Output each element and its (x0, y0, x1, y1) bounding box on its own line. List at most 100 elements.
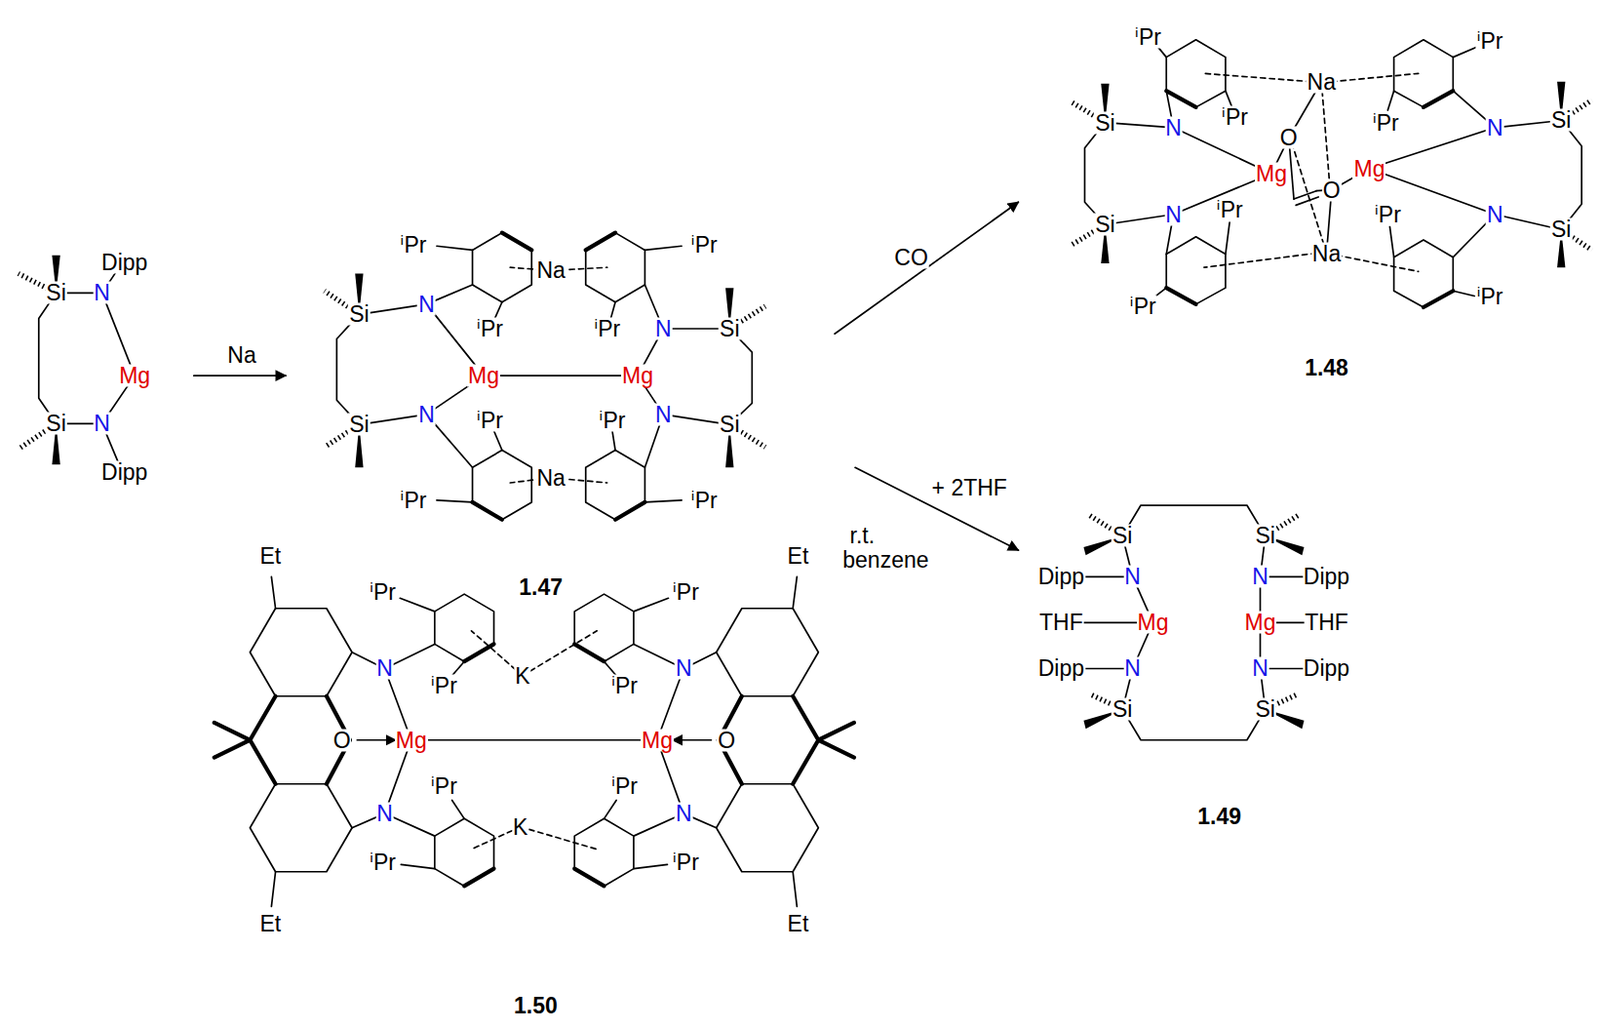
atom-label: Si (1253, 524, 1276, 547)
condition-label: CO (893, 245, 930, 269)
structure-drawing (400, 863, 435, 868)
atom-label: Si (1550, 109, 1572, 132)
structure-drawing (1166, 287, 1196, 305)
structure-drawing (1336, 255, 1419, 273)
structure-drawing (464, 868, 494, 887)
atom-label: N (674, 657, 694, 680)
compound-number: 1.49 (1196, 805, 1243, 828)
structure-drawing (1204, 73, 1312, 81)
structure-drawing (464, 643, 494, 662)
structure-drawing (472, 450, 533, 520)
atom-label: Si (1093, 213, 1116, 236)
atom-label: O (332, 728, 352, 751)
structure-drawing (356, 739, 396, 742)
atom-label: Si (1253, 698, 1276, 721)
atom-label: ⁱPr (1475, 29, 1504, 52)
condition-label: r.t. (849, 524, 877, 547)
atom-label: Si (1550, 218, 1572, 241)
compound-number: 1.48 (1303, 355, 1350, 379)
atom-label: Na (1311, 241, 1342, 265)
atom-label: Et (786, 912, 811, 936)
atom-label: ⁱPr (1129, 294, 1158, 317)
atom-label: Na (1306, 70, 1337, 93)
structure-drawing (1122, 708, 1266, 740)
structure-drawing (271, 871, 275, 907)
atom-label: N (1250, 657, 1270, 680)
atom-label: ⁱPr (592, 316, 622, 340)
atom-label: ⁱPr (610, 674, 639, 698)
atom-label: N (1123, 565, 1142, 588)
atom-label: Dipp (1302, 565, 1351, 588)
structure-drawing (214, 740, 251, 758)
condition-label: benzene (841, 547, 930, 571)
atom-label: Si (348, 413, 370, 436)
structure-drawing (1166, 236, 1226, 305)
structure-drawing (214, 722, 251, 741)
compound-150-half (574, 576, 855, 906)
atom-label: ⁱPr (610, 774, 639, 797)
structure-drawing (1368, 127, 1495, 169)
atom-label: N (654, 402, 673, 426)
atom-label: ⁱPr (1475, 284, 1504, 308)
atom-label: N (375, 657, 394, 680)
structure-drawing (1389, 226, 1394, 257)
structure-drawing (1423, 290, 1453, 308)
atom-label: Si (44, 281, 67, 305)
atom-label: Dipp (100, 460, 149, 483)
atom-label: Mg (394, 728, 429, 751)
structure-drawing (644, 245, 682, 250)
structure-drawing (1394, 239, 1454, 308)
atom-label: ⁱPr (475, 409, 505, 432)
atom-label: N (654, 316, 673, 340)
structure-drawing (1560, 119, 1582, 230)
atom-label: ⁱPr (398, 488, 428, 511)
structure-drawing (452, 661, 466, 676)
structure-drawing (39, 292, 57, 424)
atom-label: Si (348, 303, 370, 326)
atom-label: Dipp (100, 250, 149, 274)
structure-drawing (644, 500, 682, 503)
structure-drawing (1293, 191, 1317, 199)
atom-label: Mg (640, 728, 674, 751)
atom-label: Et (258, 545, 282, 568)
atom-label: ⁱPr (398, 234, 428, 257)
atom-label: Mg (467, 364, 501, 388)
structure-drawing (612, 430, 616, 451)
atom-label: ⁱPr (1371, 111, 1401, 134)
atom-label: Mg (1136, 611, 1171, 634)
condition-label: Na (226, 344, 257, 367)
atom-label: ⁱPr (690, 234, 719, 257)
atom-label: Mg (1352, 156, 1386, 180)
structure-drawing (336, 313, 359, 425)
atom-label: Dipp (1037, 657, 1086, 680)
structure-drawing (729, 328, 752, 425)
structure-drawing (436, 500, 473, 503)
atom-label: O (1279, 126, 1299, 150)
structure-drawing (494, 430, 503, 451)
atom-label: ⁱPr (368, 581, 397, 604)
structure-drawing (522, 630, 597, 676)
atom-label: O (716, 728, 737, 751)
structure-drawing (18, 39, 1593, 907)
structure-drawing (436, 245, 473, 250)
condition-label: + 2THF (931, 476, 1009, 500)
atom-label: Si (1111, 524, 1133, 547)
atom-label: ⁱPr (429, 774, 459, 797)
atom-label: Si (1111, 698, 1133, 721)
atom-label: ⁱPr (671, 851, 701, 874)
structure-drawing (472, 502, 503, 520)
atom-label: N (375, 802, 394, 825)
atom-label: N (1164, 116, 1183, 139)
atom-label: Et (258, 912, 282, 936)
atom-label: N (417, 402, 436, 426)
structure-drawing (271, 576, 275, 608)
atom-label: Si (44, 412, 67, 435)
structure-drawing (585, 450, 646, 520)
atom-label: ⁱPr (475, 316, 505, 340)
atom-label: Dipp (1037, 565, 1086, 588)
compound-148 (1071, 39, 1593, 308)
atom-label: ⁱPr (690, 488, 719, 511)
structure-drawing (434, 593, 495, 662)
structure-drawing (1321, 81, 1329, 185)
